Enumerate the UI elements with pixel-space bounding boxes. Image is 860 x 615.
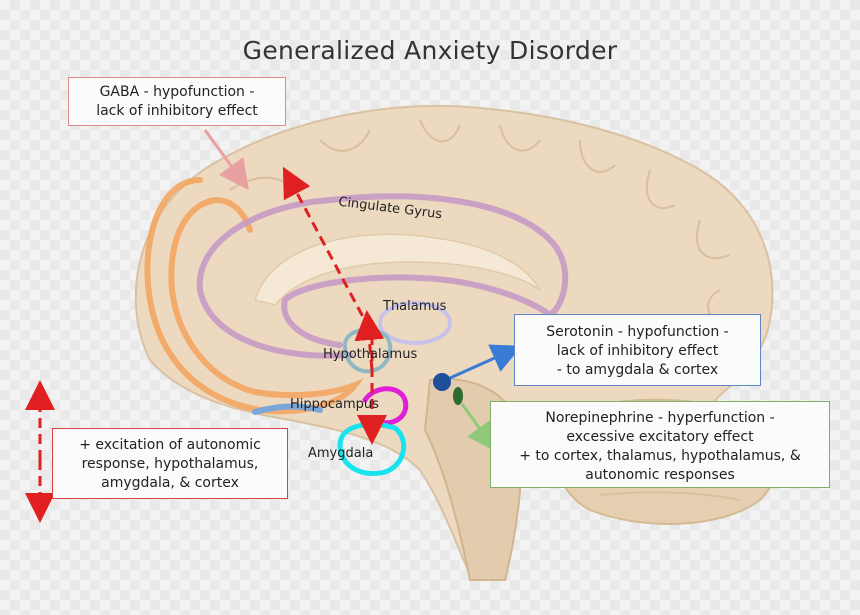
serotonin-arrow [449, 344, 522, 380]
serotonin-line-3: - to amygdala & cortex [556, 362, 719, 378]
diagram-title: Generalized Anxiety Disorder [242, 36, 618, 65]
hippocampus-label: Hippocampus [290, 397, 379, 412]
excitation-annotation-box: + excitation of autonomic response, hypo… [52, 428, 288, 499]
excitation-line-2: response, hypothalamus, [81, 456, 259, 472]
excitation-arrow-mid [354, 310, 385, 371]
cingulate-gyrus-outline [196, 193, 569, 359]
gaba-annotation-box: GABA - hypofunction - lack of inhibitory… [68, 77, 286, 126]
hypothalamus-label: Hypothalamus [323, 347, 418, 362]
serotonin-line-1: Serotonin - hypofunction - [546, 324, 729, 340]
excitation-line-3: amygdala, & cortex [101, 475, 239, 491]
norepinephrine-arrow [460, 403, 497, 453]
norepinephrine-line-4: autonomic responses [585, 467, 735, 483]
serotonin-line-2: lack of inhibitory effect [556, 343, 719, 359]
serotonin-annotation-box: Serotonin - hypofunction - lack of inhib… [514, 314, 761, 386]
olfactory-accent [252, 403, 323, 415]
serotonin-nucleus [433, 373, 451, 391]
gaba-line-2: lack of inhibitory effect [96, 103, 258, 119]
excitation-line-1: + excitation of autonomic [79, 437, 261, 453]
cerebrum-shape [134, 104, 774, 576]
norepinephrine-nucleus [453, 387, 463, 405]
norepinephrine-annotation-box: Norepinephrine - hyperfunction - excessi… [490, 401, 830, 488]
gaba-line-1: GABA - hypofunction - [99, 84, 255, 100]
thalamus-label: Thalamus [383, 299, 447, 314]
excitation-arrow-upper [282, 166, 372, 331]
corpus-callosum-shape [254, 233, 541, 306]
norepinephrine-line-1: Norepinephrine - hyperfunction - [545, 410, 775, 426]
hippocampus-region [362, 386, 409, 426]
gaba-arrow [203, 129, 249, 191]
norepinephrine-line-2: excessive excitatory effect [566, 429, 754, 445]
norepinephrine-line-3: + to cortex, thalamus, hypothalamus, & [519, 448, 801, 464]
amygdala-label: Amygdala [308, 446, 374, 461]
prefrontal-outline [144, 177, 364, 415]
